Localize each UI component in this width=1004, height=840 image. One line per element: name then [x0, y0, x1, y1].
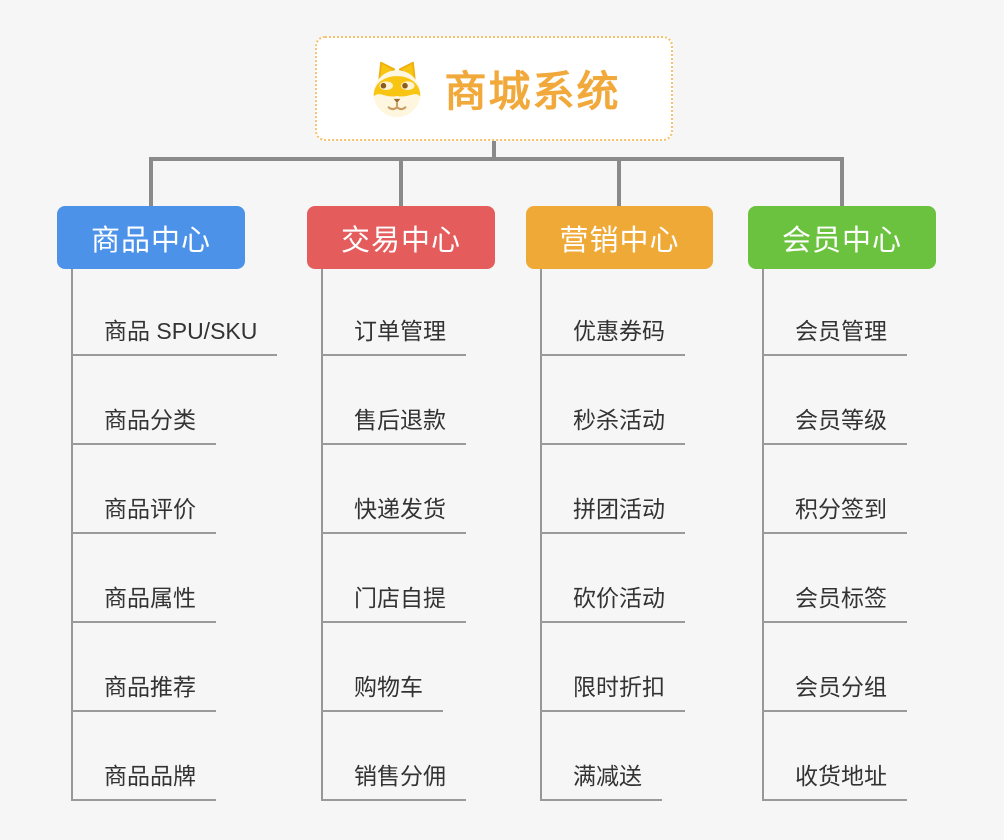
shiba-dog-icon	[374, 61, 421, 117]
leaf-item[interactable]: 商品推荐	[71, 668, 216, 712]
leaf-item[interactable]: 商品分类	[71, 401, 216, 445]
leaf-item[interactable]: 售后退款	[321, 401, 466, 445]
leaf-item[interactable]: 商品评价	[71, 490, 216, 534]
branch-member-center[interactable]: 会员中心	[748, 206, 936, 269]
trunk-line-marketing	[540, 269, 542, 801]
leaf-item[interactable]: 拼团活动	[540, 490, 685, 534]
branch-trade-center[interactable]: 交易中心	[307, 206, 495, 269]
leaf-item[interactable]: 销售分佣	[321, 757, 466, 801]
leaf-item[interactable]: 会员分组	[762, 668, 907, 712]
leaf-item[interactable]: 优惠券码	[540, 312, 685, 356]
leaf-item[interactable]: 砍价活动	[540, 579, 685, 623]
leaf-item[interactable]: 订单管理	[321, 312, 466, 356]
leaf-item[interactable]: 商品品牌	[71, 757, 216, 801]
branch-product-center[interactable]: 商品中心	[57, 206, 245, 269]
leaf-item[interactable]: 积分签到	[762, 490, 907, 534]
leaf-item[interactable]: 会员管理	[762, 312, 907, 356]
leaf-item[interactable]: 限时折扣	[540, 668, 685, 712]
leaf-item[interactable]: 会员标签	[762, 579, 907, 623]
trunk-line-member	[762, 269, 764, 801]
leaf-item[interactable]: 商品属性	[71, 579, 216, 623]
leaf-item[interactable]: 快递发货	[321, 490, 466, 534]
root-node[interactable]: 商城系统	[315, 36, 673, 141]
leaf-item[interactable]: 收货地址	[762, 757, 907, 801]
leaf-item[interactable]: 秒杀活动	[540, 401, 685, 445]
leaf-item[interactable]: 门店自提	[321, 579, 466, 623]
trunk-line-product	[71, 269, 73, 801]
leaf-item[interactable]: 商品 SPU/SKU	[71, 312, 278, 356]
root-title: 商城系统	[444, 68, 621, 115]
trunk-line-trade	[321, 269, 323, 801]
leaf-item[interactable]: 购物车	[321, 668, 443, 712]
leaf-item[interactable]: 满减送	[540, 757, 662, 801]
branch-marketing-center[interactable]: 营销中心	[526, 206, 713, 269]
leaf-item[interactable]: 会员等级	[762, 401, 907, 445]
